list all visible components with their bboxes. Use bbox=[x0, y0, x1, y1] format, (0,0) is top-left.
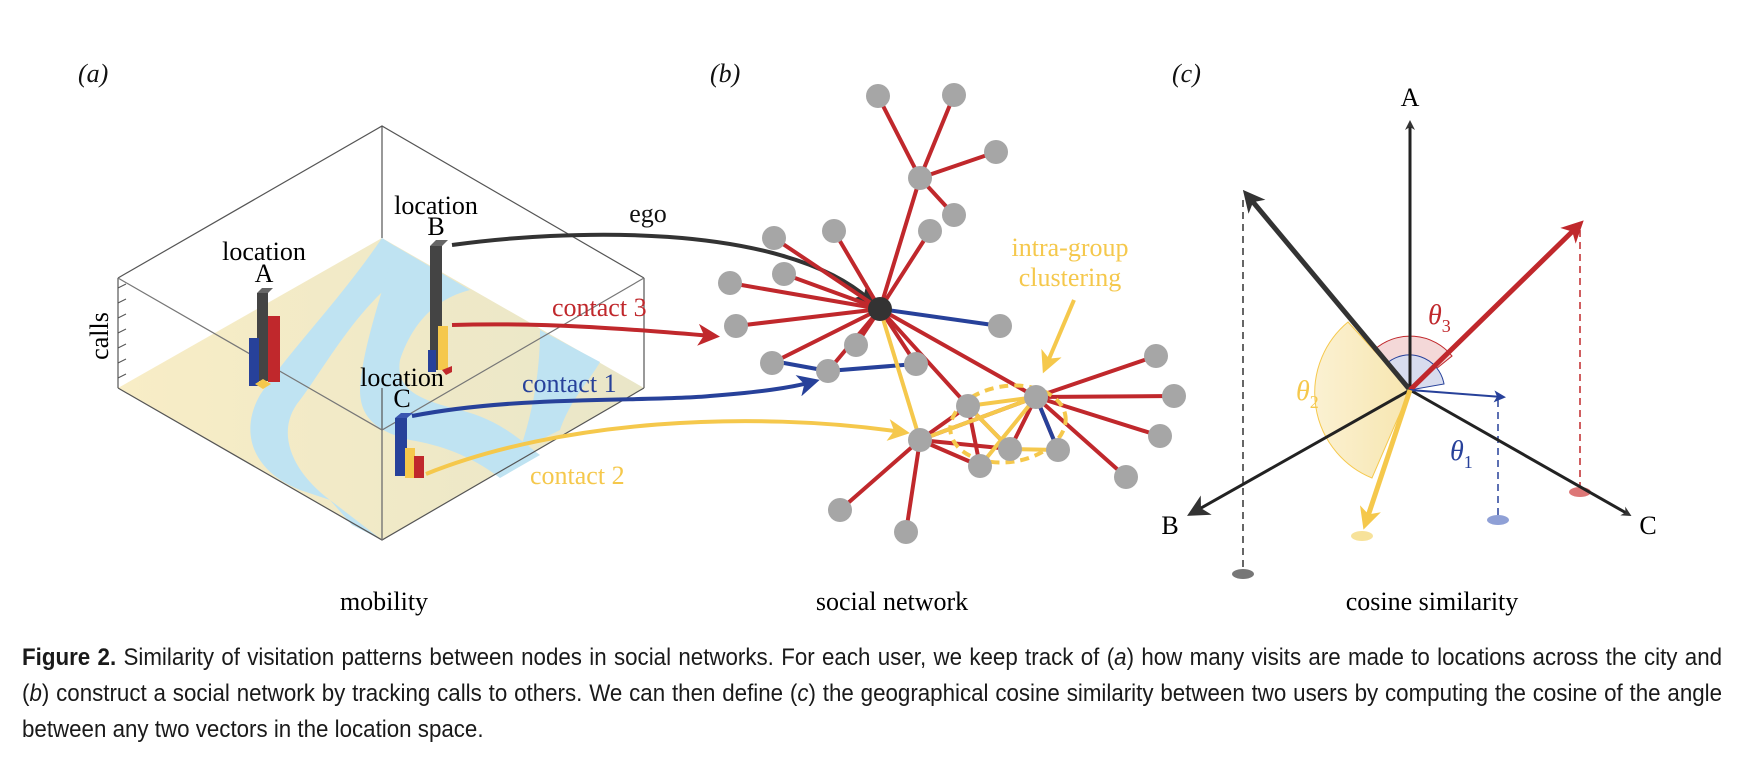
caption-ref-a: a bbox=[1114, 644, 1127, 671]
caption-ref-b: b bbox=[29, 680, 42, 707]
network-edges bbox=[728, 93, 1176, 534]
figure-caption-label: Figure 2. bbox=[22, 644, 117, 671]
ego-node bbox=[868, 297, 892, 321]
panel-c-label: (c) bbox=[1172, 59, 1201, 88]
theta-2-wedge bbox=[1314, 321, 1411, 479]
axis-b bbox=[1187, 388, 1411, 516]
caption-text-1: Similarity of visitation patterns betwee… bbox=[116, 644, 1115, 671]
contact-1-arrow bbox=[411, 375, 820, 418]
contact-3-arrow bbox=[451, 322, 720, 346]
panel-a-subtitle: mobility bbox=[340, 587, 428, 616]
axis-a-label: A bbox=[1401, 83, 1420, 112]
vector-dark bbox=[1242, 189, 1412, 392]
panel-a: (a) calls bbox=[78, 59, 645, 616]
contact-2-label: contact 2 bbox=[530, 461, 625, 490]
contact-3-label: contact 3 bbox=[552, 293, 647, 322]
panel-b: (b) bbox=[710, 59, 1186, 616]
figure-caption: Figure 2. Similarity of visitation patte… bbox=[22, 640, 1722, 748]
location-a-label-line1: location bbox=[222, 237, 306, 266]
clustering-label-line2: clustering bbox=[1019, 263, 1122, 292]
ego-label: ego bbox=[629, 199, 667, 228]
axis-c-label: C bbox=[1639, 511, 1656, 540]
location-a-bars bbox=[249, 288, 280, 389]
box-frame bbox=[117, 125, 645, 541]
figure-2: (a) calls bbox=[78, 59, 1657, 616]
theta-3-label: θ3 bbox=[1428, 300, 1451, 336]
axis-b-label: B bbox=[1161, 511, 1178, 540]
location-c-label-line1: location bbox=[360, 363, 444, 392]
contact-2-arrow bbox=[425, 419, 910, 476]
axes bbox=[1187, 120, 1632, 516]
location-c-bars bbox=[395, 413, 424, 478]
vector-yellow bbox=[1359, 389, 1413, 530]
location-c-label-line2: C bbox=[393, 384, 410, 413]
axis-c bbox=[1409, 388, 1632, 516]
theta-1-label: θ1 bbox=[1450, 436, 1473, 472]
panel-c: (c) A B C bbox=[1161, 59, 1656, 616]
caption-text-3: ) construct a social network by tracking… bbox=[41, 680, 798, 707]
network-nodes bbox=[718, 83, 1186, 544]
clustering-pointer bbox=[1041, 299, 1076, 374]
vector-red bbox=[1408, 220, 1584, 392]
location-b-bars bbox=[428, 240, 452, 375]
theta-1-wedge bbox=[1385, 354, 1445, 391]
clustering-label-line1: intra-group bbox=[1012, 233, 1129, 262]
cluster-highlight bbox=[948, 383, 1068, 465]
panel-b-label: (b) bbox=[710, 59, 740, 88]
caption-text-4: ) the geographical cosine similarity bet… bbox=[22, 680, 1723, 743]
ego-arrow bbox=[451, 232, 876, 306]
caption-text-2: ) how many visits are made to locations … bbox=[22, 644, 1723, 707]
contact-1-label: contact 1 bbox=[522, 369, 617, 398]
projection-points bbox=[1232, 487, 1591, 579]
calls-axis-label: calls bbox=[85, 312, 114, 360]
theta-2-label: θ2 bbox=[1296, 376, 1319, 412]
calls-axis-ticks bbox=[117, 283, 127, 379]
vector-blue bbox=[1409, 389, 1506, 403]
panel-c-subtitle: cosine similarity bbox=[1346, 587, 1519, 616]
panel-b-subtitle: social network bbox=[816, 587, 968, 616]
caption-ref-c: c bbox=[797, 680, 809, 707]
location-b-label-line2: B bbox=[427, 212, 444, 241]
location-b-label-line1: location bbox=[394, 191, 478, 220]
panel-a-label: (a) bbox=[78, 59, 108, 88]
projection-lines bbox=[1242, 200, 1581, 572]
location-a-label-line2: A bbox=[255, 259, 274, 288]
